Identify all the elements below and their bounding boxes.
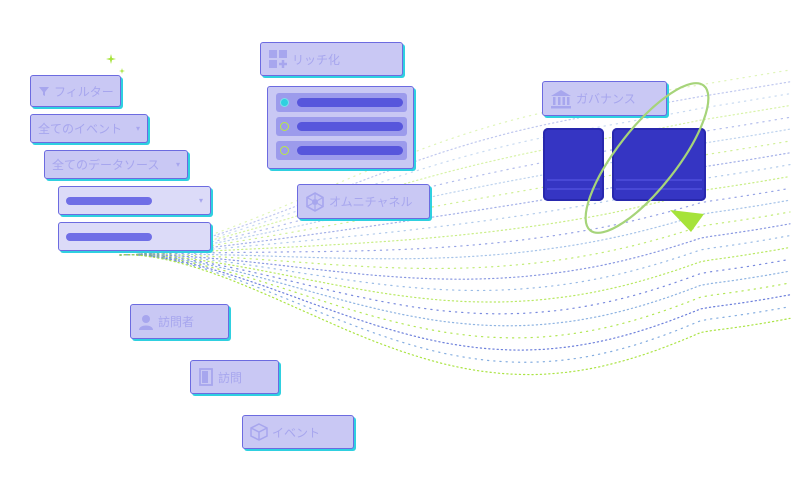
cube-icon (250, 423, 268, 441)
option-row[interactable] (276, 141, 407, 160)
door-icon (198, 368, 214, 386)
wave-line (119, 211, 791, 270)
option-bar (297, 98, 403, 107)
visit-label: 訪問 (218, 370, 243, 385)
wave-line (119, 223, 791, 280)
option-row[interactable] (276, 117, 407, 136)
event-card[interactable]: イベント (242, 415, 354, 449)
grid-plus-icon (268, 49, 288, 69)
filter-label: フィルター (54, 84, 114, 99)
wave-line (119, 104, 791, 256)
wave-line (119, 254, 791, 376)
enrich-label: リッチ化 (292, 52, 341, 67)
placeholder-field[interactable] (58, 222, 211, 251)
wave-line (119, 140, 791, 256)
data-source-filter-value: 全てのデータソース (52, 158, 160, 172)
option-list-card (267, 86, 414, 169)
placeholder-bar (66, 196, 152, 205)
visit-card[interactable]: 訪問 (190, 360, 279, 394)
chevron-down-icon: ▾ (135, 124, 140, 133)
chevron-down-icon: ▾ (198, 196, 203, 205)
radio-icon (280, 146, 289, 155)
filter-button[interactable]: フィルター (30, 75, 121, 107)
radio-selected-icon (280, 98, 289, 107)
bank-icon (550, 89, 572, 109)
visitor-label: 訪問者 (158, 315, 195, 329)
event-label: イベント (272, 425, 321, 440)
governance-label: ガバナンス (576, 92, 636, 106)
omnichannel-label: オムニチャネル (329, 195, 413, 209)
event-filter-dropdown[interactable]: 全てのイベント ▾ (30, 114, 148, 143)
wave-line (119, 254, 791, 315)
wave-line (119, 235, 791, 292)
funnel-icon (38, 85, 50, 97)
enrich-button[interactable]: リッチ化 (260, 42, 403, 76)
network-icon (305, 191, 325, 212)
radio-icon (280, 122, 289, 131)
wave-line (119, 254, 791, 327)
governance-button[interactable]: ガバナンス (542, 81, 667, 116)
orbit-ring (584, 82, 710, 234)
option-bar (297, 146, 403, 155)
wave-line (119, 152, 791, 256)
omnichannel-button[interactable]: オムニチャネル (297, 184, 430, 219)
option-row[interactable] (276, 93, 407, 112)
wave-line (119, 81, 791, 256)
sparkle-icon (106, 54, 125, 74)
data-source-filter-dropdown[interactable]: 全てのデータソース ▾ (44, 150, 188, 179)
person-icon (138, 314, 154, 330)
cursor-arrow-icon (670, 210, 704, 232)
option-bar (297, 122, 403, 131)
event-filter-value: 全てのイベント (38, 122, 123, 136)
wave-line (119, 254, 791, 351)
wave-line (119, 164, 791, 256)
chevron-down-icon: ▾ (175, 160, 180, 169)
visitor-card[interactable]: 訪問者 (130, 304, 229, 339)
wave-line (119, 93, 791, 256)
placeholder-bar (66, 232, 152, 241)
wave-line (119, 187, 791, 256)
placeholder-dropdown[interactable]: ▾ (58, 186, 211, 215)
